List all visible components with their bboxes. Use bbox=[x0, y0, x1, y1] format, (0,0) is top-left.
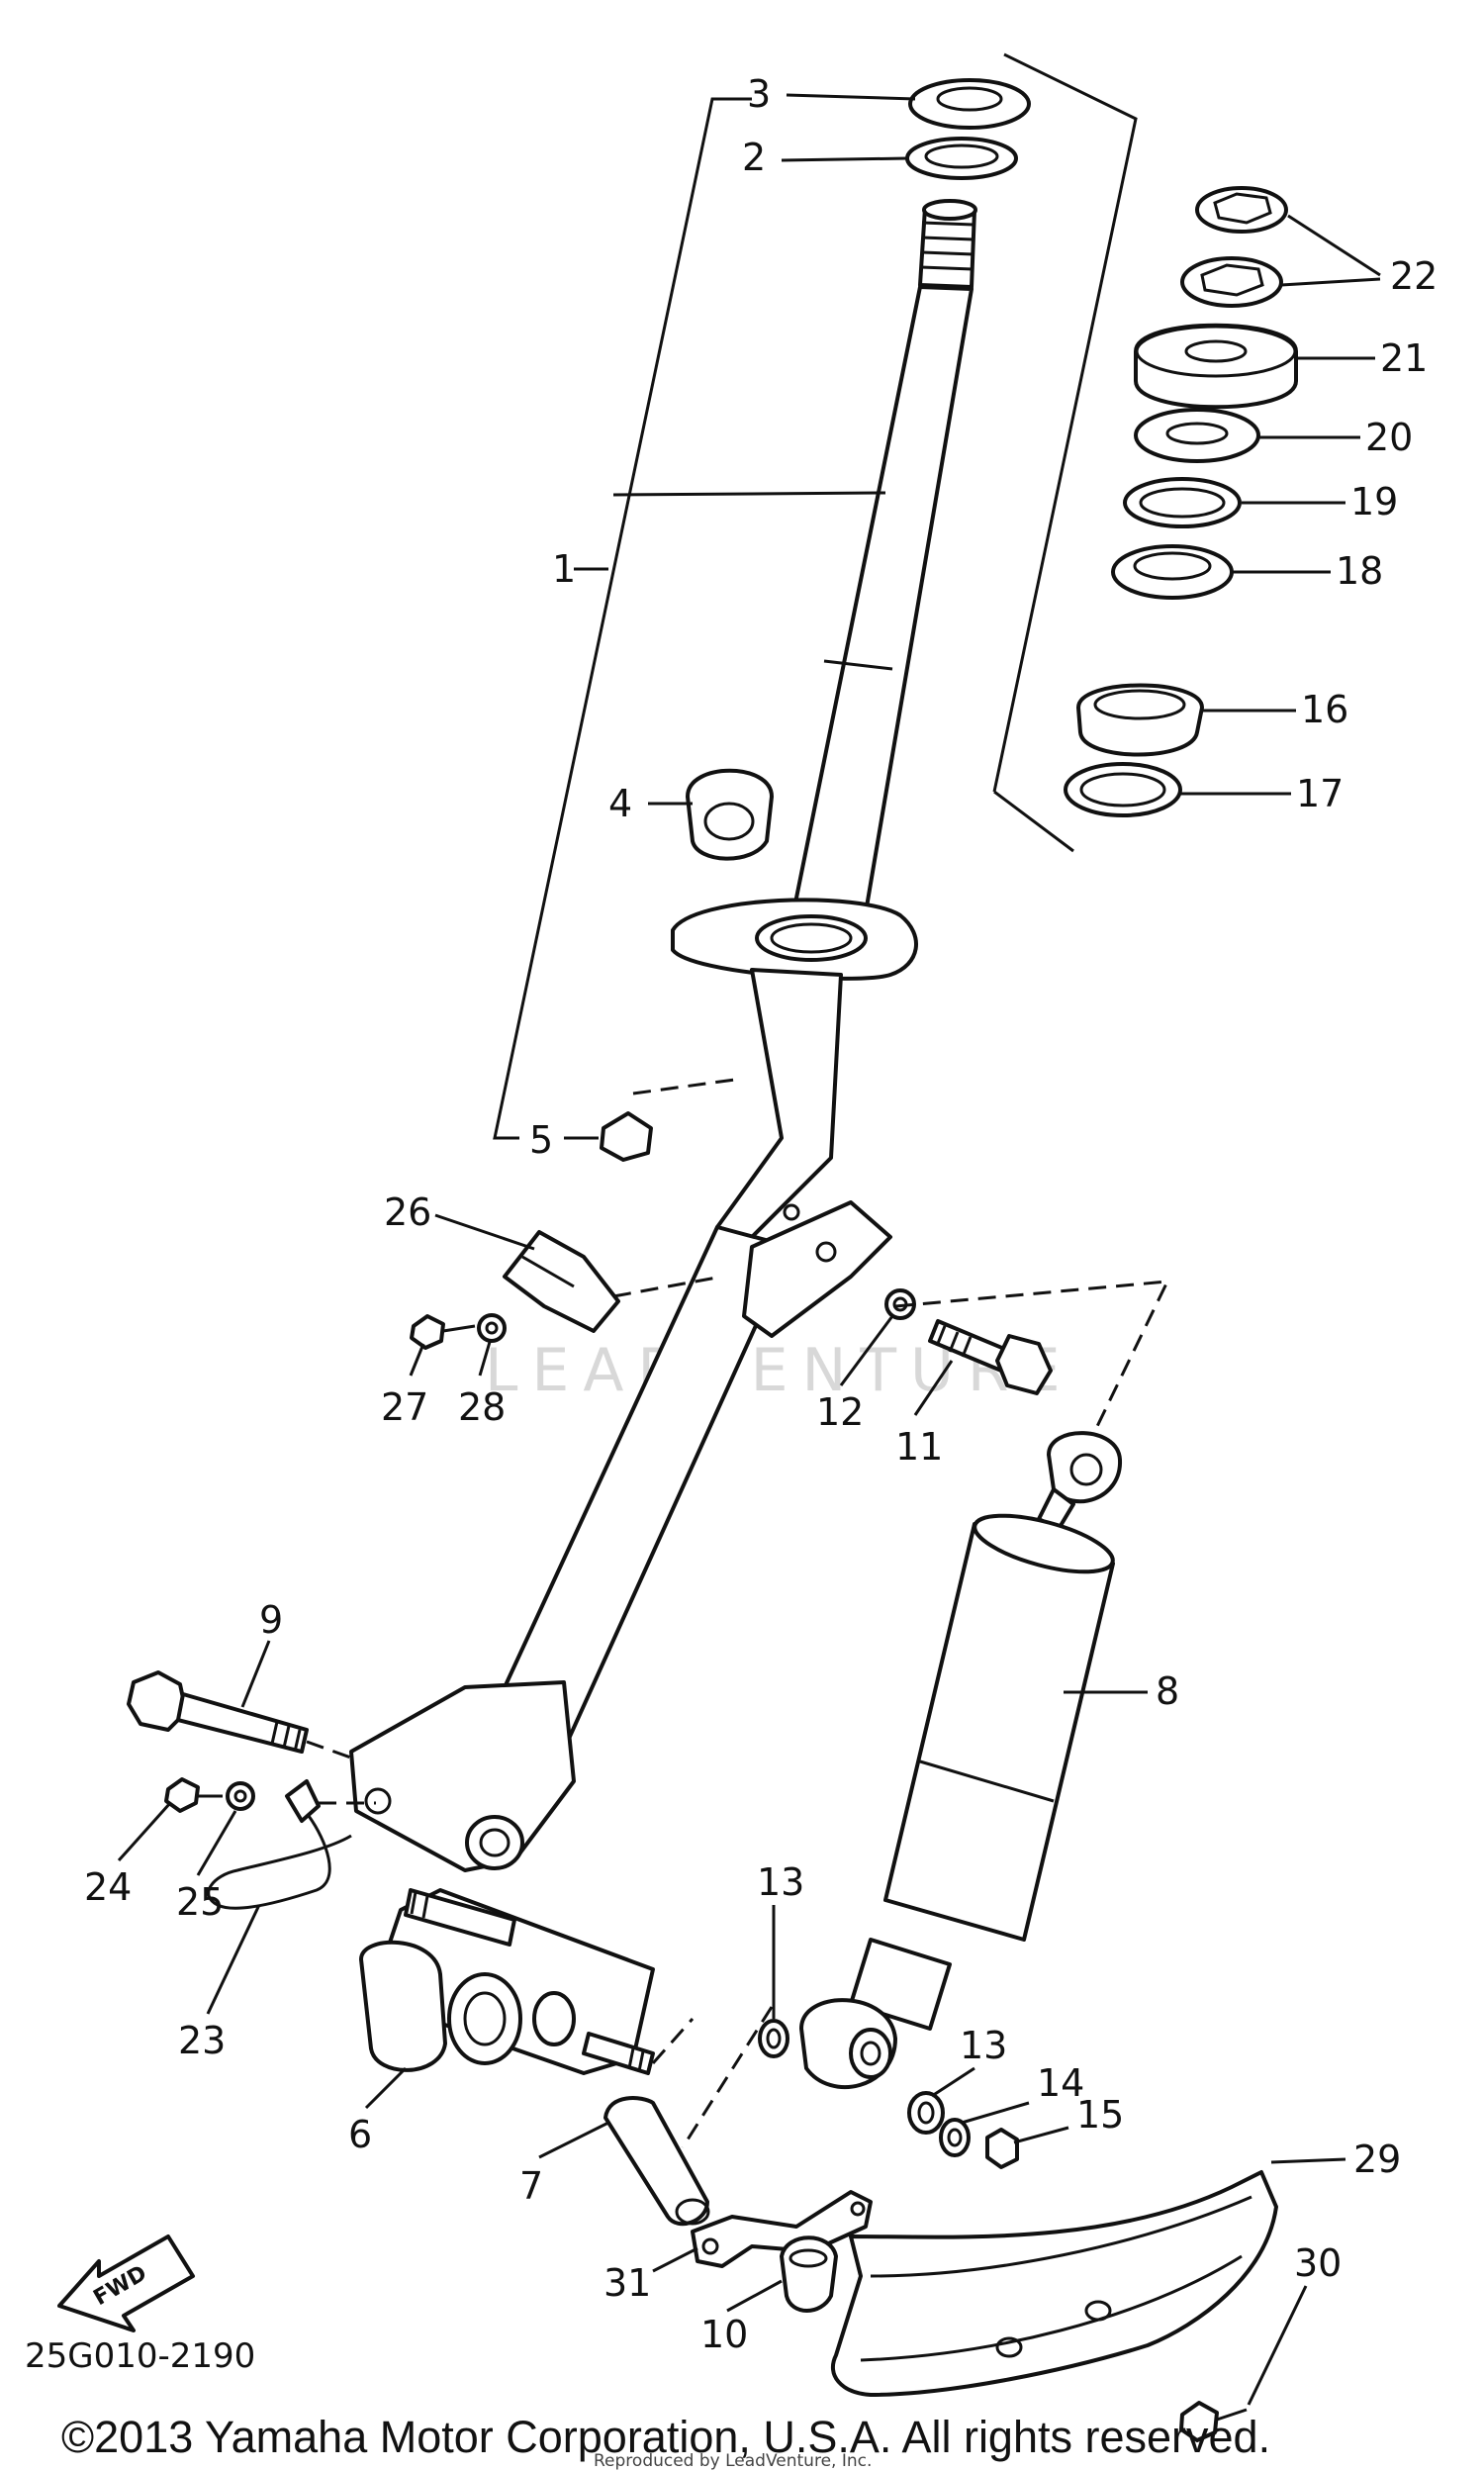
part-14-collar bbox=[939, 2118, 971, 2157]
callout-5: 5 bbox=[529, 1118, 553, 1162]
part-21-spacer bbox=[1134, 323, 1298, 410]
callout-25: 25 bbox=[176, 1880, 224, 1924]
copyright-notice: ©2013 Yamaha Motor Corporation, U.S.A. A… bbox=[61, 2412, 1270, 2462]
callout-16: 16 bbox=[1301, 688, 1348, 731]
part-18-race bbox=[1111, 544, 1234, 600]
callout-labels: 3 2 1 4 5 22 21 20 19 18 16 17 26 27 28 … bbox=[84, 72, 1438, 2356]
part-15-nut bbox=[985, 2128, 1019, 2169]
callout-8: 8 bbox=[1156, 1669, 1179, 1713]
callout-10: 10 bbox=[700, 2313, 748, 2356]
part-30-screw bbox=[1179, 2401, 1248, 2442]
callout-24: 24 bbox=[84, 1865, 132, 1909]
leader-lines bbox=[117, 93, 1381, 2406]
part-7-pin bbox=[603, 2096, 710, 2227]
callout-13-left: 13 bbox=[757, 1860, 804, 1904]
callout-6: 6 bbox=[348, 2113, 372, 2156]
callout-20: 20 bbox=[1365, 416, 1413, 459]
callout-13-right: 13 bbox=[960, 2024, 1007, 2067]
callout-17: 17 bbox=[1296, 772, 1344, 815]
callout-12: 12 bbox=[816, 1390, 864, 1434]
callout-30: 30 bbox=[1294, 2241, 1342, 2285]
part-20-race bbox=[1134, 408, 1260, 463]
callout-28: 28 bbox=[458, 1385, 506, 1429]
part-31-bracket bbox=[691, 2190, 873, 2268]
part-3-seal bbox=[908, 78, 1031, 130]
part-29-cover bbox=[830, 2170, 1278, 2397]
part-8-shock bbox=[799, 1431, 1123, 2090]
steering-stem bbox=[349, 199, 977, 1872]
part-16-race bbox=[1076, 683, 1204, 757]
part-12-washer bbox=[884, 1288, 916, 1320]
callout-11: 11 bbox=[895, 1425, 943, 1469]
callout-21: 21 bbox=[1380, 336, 1428, 380]
part-9-bolt bbox=[127, 1670, 357, 1761]
part-2-washer bbox=[905, 137, 1018, 180]
callout-19: 19 bbox=[1350, 480, 1398, 523]
part-28-washer bbox=[477, 1313, 507, 1343]
part-23-wire bbox=[207, 1779, 376, 1910]
callout-1: 1 bbox=[552, 547, 576, 591]
part-27-screw bbox=[410, 1314, 476, 1350]
part-25-washer bbox=[226, 1781, 255, 1811]
callout-18: 18 bbox=[1336, 549, 1383, 593]
part-code: 25G010-2190 bbox=[25, 2336, 255, 2376]
callout-26: 26 bbox=[384, 1190, 431, 1234]
part-13-washer-left bbox=[758, 2019, 789, 2058]
part-4-cap bbox=[686, 768, 774, 861]
part-13-washer-right bbox=[907, 2091, 945, 2135]
part-24-screw bbox=[164, 1777, 223, 1813]
part-5-nut bbox=[600, 1077, 743, 1162]
callout-27: 27 bbox=[381, 1385, 428, 1429]
fwd-arrow-icon: FWD bbox=[57, 2234, 195, 2332]
callout-7: 7 bbox=[519, 2164, 543, 2208]
callout-2: 2 bbox=[742, 136, 766, 179]
callout-15: 15 bbox=[1076, 2093, 1124, 2137]
part-6-pivot bbox=[359, 1888, 695, 2075]
callout-29: 29 bbox=[1353, 2138, 1401, 2181]
callout-3: 3 bbox=[747, 72, 771, 116]
part-26-clamp bbox=[503, 1230, 723, 1333]
part-22-nuts bbox=[1180, 186, 1288, 308]
callout-9: 9 bbox=[259, 1598, 283, 1642]
callout-14: 14 bbox=[1037, 2061, 1084, 2105]
callout-4: 4 bbox=[608, 782, 632, 825]
part-19-bearing bbox=[1123, 477, 1242, 528]
callout-22: 22 bbox=[1390, 254, 1438, 298]
reproduced-note: Reproduced by LeadVenture, Inc. bbox=[594, 2451, 872, 2471]
part-11-bolt bbox=[928, 1319, 1053, 1395]
part-10-nut bbox=[780, 2235, 838, 2313]
part-17-bearing bbox=[1064, 762, 1182, 817]
callout-31: 31 bbox=[603, 2261, 651, 2305]
callout-23: 23 bbox=[178, 2019, 226, 2062]
